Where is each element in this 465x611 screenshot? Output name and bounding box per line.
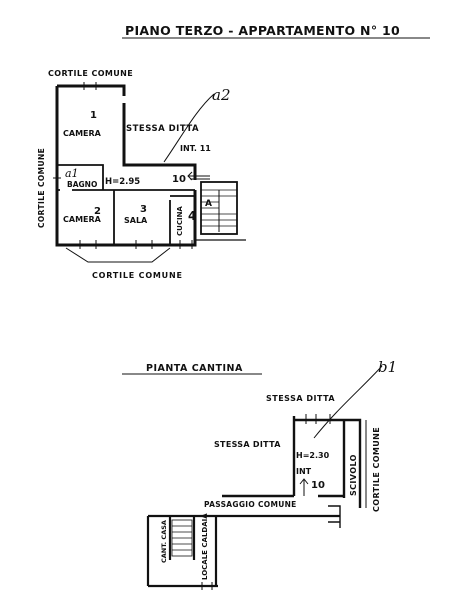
basement-stair <box>171 519 193 557</box>
neighbor-label: STESSA DITTA <box>126 124 199 134</box>
staircase: A <box>195 181 246 241</box>
room-4-name: CUCINA <box>176 206 184 236</box>
apartment-outer-walls <box>55 84 197 247</box>
annotation-a2: a2 <box>212 86 231 104</box>
basement-corridor-wall <box>328 505 341 528</box>
cellar-neighbor-left: STESSA DITTA <box>214 440 281 449</box>
label-courtyard-top: CORTILE COMUNE <box>48 69 133 78</box>
staircase-letter: A <box>205 199 212 209</box>
annotation-b1-leader <box>313 365 383 439</box>
cellar-height: H=2.30 <box>296 451 330 460</box>
cellar-unit-label: INT <box>296 467 312 476</box>
cellar-neighbor-top: STESSA DITTA <box>266 394 335 403</box>
room-2-number: 2 <box>94 206 101 217</box>
apartment-inner-walls <box>57 164 195 245</box>
cellar-walls <box>222 416 362 508</box>
caretaker-cellar-label: CANT. CASA <box>160 520 168 563</box>
label-courtyard-left: CORTILE COMUNE <box>37 148 46 228</box>
balcony <box>65 247 171 263</box>
basement-window-marks <box>201 582 213 590</box>
cellar-entrance-arrow-icon <box>299 478 309 496</box>
common-passage-label: PASSAGGIO COMUNE <box>204 500 297 509</box>
room-3-name: SALA <box>124 216 148 225</box>
ramp-label: SCIVOLO <box>349 454 358 496</box>
cellar-title: PIANTA CANTINA <box>146 363 243 374</box>
annotation-b1: b1 <box>378 358 397 376</box>
entrance-arrow-icon <box>187 171 210 181</box>
neighbor-unit: INT. 11 <box>180 144 211 153</box>
annotation-a2-leader <box>163 93 215 163</box>
room-2-name: CAMERA <box>63 215 102 224</box>
apartment-plan: CORTILE COMUNE CORTILE COMUNE CORTILE CO… <box>37 69 246 280</box>
room-bath-number: a1 <box>65 167 79 180</box>
label-courtyard-bottom: CORTILE COMUNE <box>92 271 183 280</box>
basement-lower-walls <box>146 514 340 588</box>
room-bath-name: BAGNO <box>67 180 97 189</box>
room-4-number: 4 <box>188 209 196 223</box>
entrance-number: 10 <box>172 174 186 185</box>
boiler-room-label: LOCALE CALDAIA <box>201 513 209 580</box>
cellar-courtyard-label: CORTILE COMUNE <box>372 427 381 512</box>
sheet-title: PIANO TERZO - APPARTAMENTO N° 10 <box>125 23 400 38</box>
cellar-window-marks <box>305 414 331 424</box>
room-3-number: 3 <box>140 204 147 215</box>
room-1-number: 1 <box>90 110 97 121</box>
cellar-plan: PIANTA CANTINA b1 STESSA DITTA STESSA DI… <box>122 358 397 590</box>
ceiling-height: H=2.95 <box>105 177 140 187</box>
cellar-unit-number: 10 <box>311 480 325 491</box>
window-marks <box>53 82 193 249</box>
room-1-name: CAMERA <box>63 129 102 138</box>
